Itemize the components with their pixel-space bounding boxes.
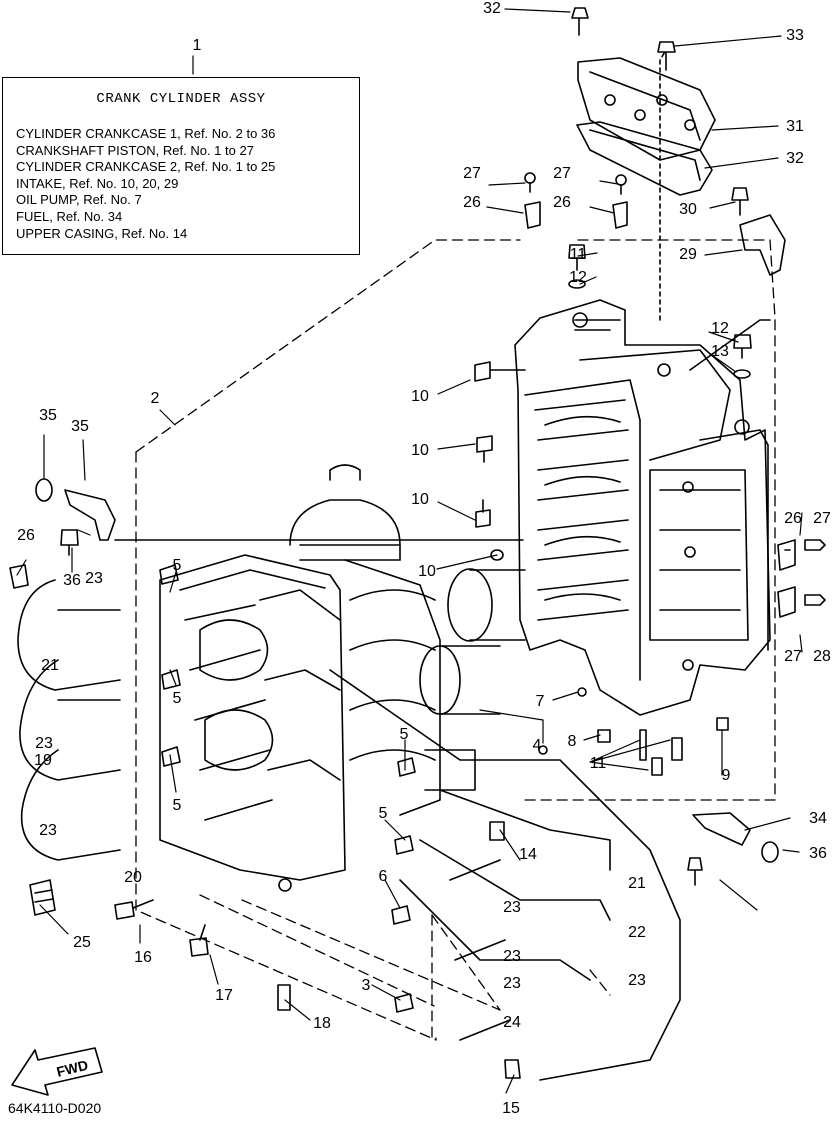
info-line: CRANKSHAFT PISTON, Ref. No. 1 to 27 [16, 142, 254, 158]
callout-number: 10 [411, 442, 429, 459]
callout-number: 34 [809, 810, 827, 827]
callout-number: 5 [400, 726, 409, 743]
callout-number: 23 [503, 975, 521, 992]
callout-number: 36 [809, 845, 827, 862]
callout-number: 24 [503, 1014, 521, 1031]
cover-plate [576, 57, 716, 196]
callout-number: 11 [570, 246, 587, 263]
callout-number: 12 [711, 320, 729, 337]
callout-number: 28 [813, 648, 831, 665]
callout-number: 14 [519, 846, 537, 863]
callout-number: 5 [379, 805, 388, 822]
crankcase-block [514, 299, 771, 716]
callout-number: 30 [679, 201, 697, 218]
callout-number: 27 [553, 165, 571, 182]
callout-number: 23 [39, 822, 57, 839]
leader-lines [16, 8, 803, 1094]
callout-number: 23 [503, 948, 521, 965]
callout-number: 31 [786, 118, 804, 135]
callout-number: 25 [73, 934, 91, 951]
callout-number: 26 [463, 194, 481, 211]
callout-number: 5 [173, 690, 182, 707]
callout-number: 32 [483, 0, 501, 17]
fwd-arrow-icon [11, 1047, 103, 1096]
cylinder-head [159, 464, 526, 892]
callout-number: 23 [503, 899, 521, 916]
callout-number: 23 [35, 735, 53, 752]
fwd-label: FWD [55, 1057, 90, 1080]
callout-number: 15 [502, 1100, 520, 1117]
callout-number: 23 [628, 972, 646, 989]
callout-number: 20 [124, 869, 142, 886]
callout-number: 23 [85, 570, 103, 587]
callout-number: 27 [813, 510, 831, 527]
info-title: CRANK CYLINDER ASSY [96, 91, 266, 107]
info-line: INTAKE, Ref. No. 10, 20, 29 [16, 175, 179, 191]
callout-number: 10 [411, 388, 429, 405]
callout-number: 11 [590, 755, 607, 772]
callout-number: 19 [34, 752, 52, 769]
callout-number: 10 [411, 491, 429, 508]
info-line: OIL PUMP, Ref. No. 7 [16, 192, 142, 208]
callout-number: 21 [41, 657, 59, 674]
info-line: FUEL, Ref. No. 34 [16, 208, 123, 224]
callout-number: 17 [215, 987, 233, 1004]
callout-number: 7 [536, 693, 545, 710]
callout-number: 12 [569, 269, 587, 286]
assembly-info-box: CRANK CYLINDER ASSY CYLINDER CRANKCASE 1… [2, 77, 360, 255]
dashed-assembly-outline [135, 239, 776, 1041]
callout-number: 35 [71, 418, 89, 435]
callout-number: 26 [553, 194, 571, 211]
callout-number: 2 [151, 390, 160, 407]
callout-number: 33 [786, 27, 804, 44]
callout-number: 27 [463, 165, 481, 182]
callout-number: 32 [786, 150, 804, 167]
callout-number: 5 [173, 557, 182, 574]
callout-number: 18 [313, 1015, 331, 1032]
callout-number: 35 [39, 407, 57, 424]
small-parts [9, 7, 826, 1081]
callout-number: 21 [628, 875, 646, 892]
info-line: CYLINDER CRANKCASE 2, Ref. No. 1 to 25 [16, 159, 276, 175]
info-line: UPPER CASING, Ref. No. 14 [16, 225, 188, 241]
callout-number: 9 [722, 767, 731, 784]
info-line: CYLINDER CRANKCASE 1, Ref. No. 2 to 36 [16, 126, 276, 141]
callout-number: 5 [173, 797, 182, 814]
callout-number: 13 [711, 343, 729, 360]
callout-number: 1 [193, 37, 202, 54]
callout-number: 22 [628, 924, 646, 941]
callout-number: 3 [362, 977, 371, 994]
callout-number: 29 [679, 246, 697, 263]
callout-number: 16 [134, 949, 152, 966]
diagram-code: 64K4110-D020 [8, 1100, 102, 1116]
callout-number: 26 [784, 510, 802, 527]
info-list: CYLINDER CRANKCASE 1, Ref. No. 2 to 36 C… [16, 126, 275, 242]
callout-number: 6 [379, 868, 388, 885]
callout-number: 26 [17, 527, 35, 544]
callout-number: 10 [418, 563, 436, 580]
callout-number: 8 [568, 733, 577, 750]
callout-labels: 1234555556789101010101111121213141516171… [17, 0, 831, 1117]
callout-number: 36 [63, 572, 81, 589]
callout-number: 27 [784, 648, 802, 665]
callout-number: 4 [533, 737, 542, 754]
